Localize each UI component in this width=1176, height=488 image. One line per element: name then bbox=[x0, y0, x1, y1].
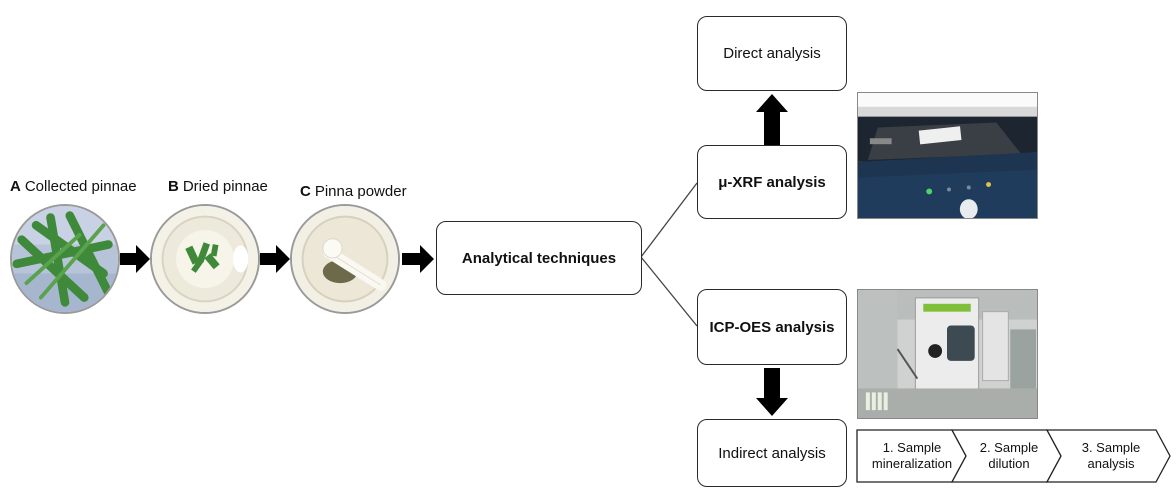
analytical-techniques-label: Analytical techniques bbox=[461, 249, 617, 267]
arrow-right-icon bbox=[402, 245, 434, 273]
sample-preparation-steps: 1. Sample mineralization 2. Sample dilut… bbox=[856, 429, 1172, 483]
icp-oes-instrument-photo bbox=[857, 289, 1038, 419]
analytical-techniques-box: Analytical techniques bbox=[436, 221, 642, 295]
steps-chevron-outline bbox=[856, 429, 1171, 483]
step-1: 1. Sample mineralization bbox=[862, 429, 962, 483]
arrow-right-icon bbox=[120, 245, 150, 273]
indirect-analysis-box: Indirect analysis bbox=[697, 419, 847, 487]
direct-analysis-box: Direct analysis bbox=[697, 16, 847, 91]
connector-line bbox=[640, 256, 698, 327]
step-2: 2. Sample dilution bbox=[964, 429, 1054, 483]
step-3-line2: analysis bbox=[1087, 456, 1135, 471]
icp-oes-analysis-label: ICP-OES analysis bbox=[709, 318, 835, 336]
step-1-line1: 1. Sample bbox=[882, 440, 942, 455]
sample-a-letter: A bbox=[10, 178, 21, 195]
sample-c-letter: C bbox=[300, 183, 311, 200]
sample-b-text: Dried pinnae bbox=[182, 178, 268, 195]
sample-b-letter: B bbox=[168, 178, 179, 195]
step-3-line1: 3. Sample bbox=[1081, 440, 1141, 455]
step-3-shape bbox=[1045, 429, 1171, 483]
step-3: 3. Sample analysis bbox=[1061, 429, 1161, 483]
xrf-analysis-box: μ-XRF analysis bbox=[697, 145, 847, 219]
step-1-line2: mineralization bbox=[871, 456, 953, 471]
sample-c-text: Pinna powder bbox=[314, 183, 407, 200]
arrow-down-icon bbox=[756, 368, 788, 416]
arrow-right-icon bbox=[260, 245, 290, 273]
indirect-analysis-label: Indirect analysis bbox=[718, 444, 826, 462]
sample-a-text: Collected pinnae bbox=[24, 178, 137, 195]
step-2-line2: dilution bbox=[988, 456, 1030, 471]
xrf-instrument-photo bbox=[857, 92, 1038, 219]
arrow-up-icon bbox=[756, 94, 788, 145]
direct-analysis-label: Direct analysis bbox=[723, 45, 821, 62]
pinna-powder-photo bbox=[290, 204, 400, 314]
connector-line bbox=[640, 182, 698, 258]
icp-oes-analysis-box: ICP-OES analysis bbox=[697, 289, 847, 365]
step-2-line1: 2. Sample bbox=[979, 440, 1039, 455]
xrf-analysis-label: μ-XRF analysis bbox=[718, 173, 826, 191]
dried-pinnae-photo bbox=[150, 204, 260, 314]
